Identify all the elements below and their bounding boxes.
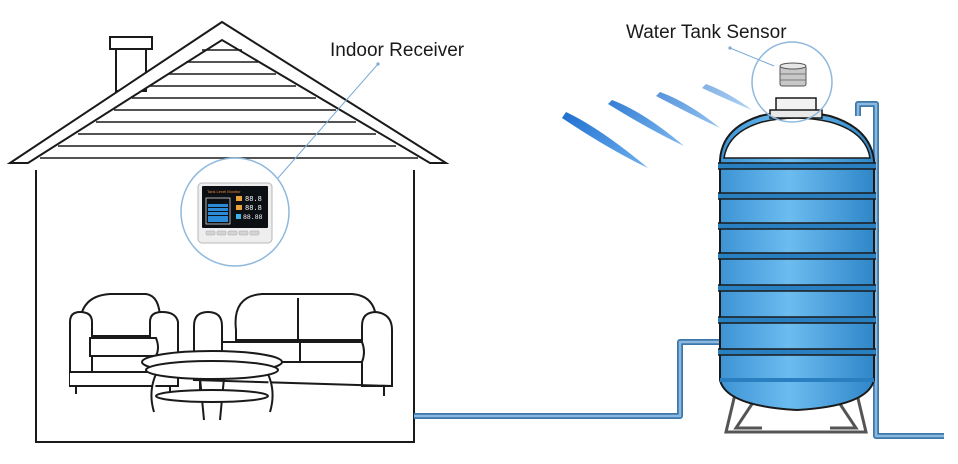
signal-wave-1 — [562, 112, 648, 168]
water-pipe — [414, 101, 944, 439]
signal-wave-4 — [702, 84, 752, 110]
receiver-pointer-line — [277, 63, 379, 179]
house-roof-shingles — [40, 49, 418, 159]
water-tank — [718, 97, 876, 434]
signal-wave-3 — [656, 92, 720, 128]
receiver-level-bar-frame — [205, 197, 231, 225]
sensor-pointer-line — [729, 47, 775, 67]
house-roof — [6, 20, 450, 164]
water-tank-sensor-device — [779, 62, 807, 87]
water-tank-body — [719, 111, 875, 412]
receiver-screen-title: Tank Level Monitor — [207, 189, 241, 194]
sensor-callout-circle — [751, 41, 833, 123]
wireless-signal-waves — [562, 84, 752, 168]
house-chimney — [109, 36, 153, 50]
sensor-callout — [728, 41, 833, 123]
receiver-reading-2: 88.8 — [245, 205, 262, 213]
receiver-buttons — [205, 230, 260, 236]
receiver-reading-1: 88.8 — [245, 196, 262, 204]
signal-wave-2 — [608, 100, 684, 146]
house — [6, 20, 450, 443]
water-tank-stand — [724, 389, 868, 434]
water-tank-bands — [718, 162, 876, 382]
indoor-receiver-device: Tank Level Monitor 88.8 88.8 88.88 — [197, 182, 273, 244]
coffee-table — [141, 350, 283, 421]
receiver-reading-3: 88.88 — [243, 214, 263, 221]
indoor-receiver-label: Indoor Receiver — [330, 40, 465, 61]
armchair — [69, 293, 179, 394]
house-walls — [35, 170, 415, 443]
receiver-level-bar — [208, 204, 228, 222]
water-tank-sensor-label: Water Tank Sensor — [626, 22, 787, 43]
